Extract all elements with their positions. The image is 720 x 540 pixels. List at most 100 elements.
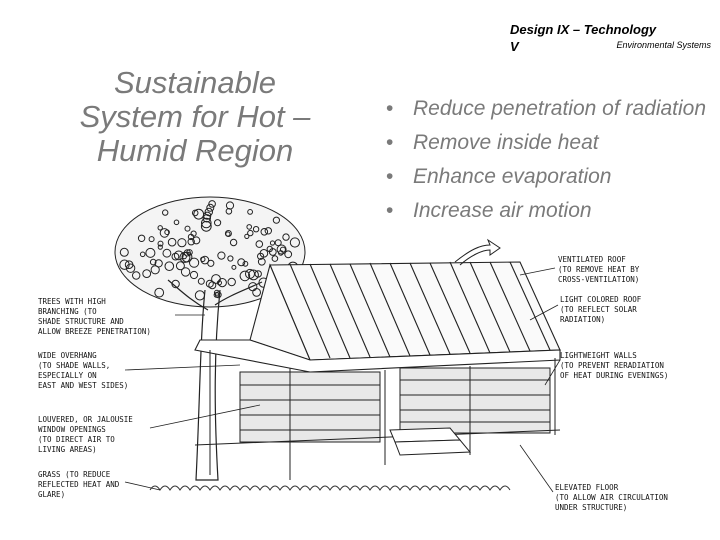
leaf-mark (244, 233, 250, 240)
bullet-item: • Reduce penetration of radiation (378, 96, 718, 122)
bullet-dot-icon: • (386, 165, 394, 188)
leaf-mark (206, 203, 215, 212)
leaf-mark (139, 251, 146, 258)
bullet-item: • Enhance evaporation (378, 164, 718, 190)
leaf-mark (125, 263, 136, 273)
leaf-mark (180, 267, 191, 277)
leaf-mark (282, 233, 290, 241)
leaf-mark (227, 255, 234, 262)
leaf-mark (276, 244, 287, 255)
leaf-mark (162, 248, 172, 258)
leaf-mark (229, 238, 238, 247)
leaf-mark (184, 225, 191, 232)
slide-title: Sustainable System for Hot – Humid Regio… (30, 66, 360, 168)
slide-title-line: System for Hot – (79, 99, 311, 134)
leaf-mark (247, 229, 254, 237)
leaf-mark (181, 251, 193, 263)
leaf-mark (157, 240, 164, 247)
house-walls-icon (194, 350, 561, 480)
leaf-mark (175, 261, 185, 271)
leaf-mark (271, 255, 279, 262)
slide-title-line: Sustainable (113, 65, 276, 100)
bullet-dot-icon: • (386, 97, 394, 120)
tree-canopy-icon (114, 196, 306, 308)
leaf-mark (268, 248, 277, 256)
leaf-mark (252, 288, 262, 297)
bullet-text: Reduce penetration of radiation (413, 97, 707, 120)
leaf-mark (148, 236, 155, 243)
roof-icon (194, 261, 561, 373)
leaf-mark (227, 277, 236, 287)
leaf-mark (189, 257, 200, 268)
leaf-mark (254, 270, 262, 278)
leaf-mark (255, 240, 264, 248)
leaf-mark (119, 247, 129, 257)
leaf-mark (239, 270, 251, 282)
leaf-mark (269, 240, 276, 246)
leaf-mark (207, 259, 215, 267)
leaf-mark (202, 214, 212, 223)
leaf-mark (205, 279, 214, 288)
vent-arrow-icon (454, 238, 501, 266)
bullet-text: Enhance evaporation (413, 165, 612, 188)
leaf-mark (173, 250, 184, 261)
course-title-continued: V (510, 39, 519, 54)
leaf-mark (197, 277, 205, 285)
slide-title-line: Humid Region (96, 133, 294, 168)
leaf-mark (248, 269, 259, 281)
leaf-mark (278, 250, 284, 256)
leaf-mark (246, 224, 252, 230)
leaf-mark (157, 225, 163, 231)
leaf-mark (142, 269, 152, 278)
bullet-dot-icon: • (386, 199, 394, 222)
leaf-mark (167, 237, 177, 247)
bullet-item: • Remove inside heat (378, 130, 718, 156)
bullet-dot-icon: • (386, 131, 394, 154)
leaf-mark (259, 249, 269, 258)
leaf-mark (149, 258, 157, 266)
leaf-mark (203, 211, 212, 220)
course-title: Design IX – Technology (510, 22, 657, 37)
bullet-text: Remove inside heat (413, 131, 599, 154)
leaf-mark (150, 265, 160, 275)
leaf-mark (274, 239, 282, 247)
leaf-mark (189, 270, 199, 280)
leaf-mark (201, 217, 212, 229)
leaf-mark (237, 258, 246, 267)
leaf-mark (119, 259, 130, 270)
leaf-mark (200, 220, 212, 232)
leaf-mark (190, 230, 197, 237)
leaf-mark (164, 229, 170, 236)
leaf-mark (225, 208, 233, 215)
leaf-mark (217, 251, 226, 260)
leaf-mark (214, 291, 222, 299)
leaf-mark (214, 219, 222, 227)
leaf-mark (177, 238, 187, 248)
leaf-mark (245, 268, 255, 279)
leaf-mark (252, 226, 260, 233)
grass-icon (149, 485, 511, 491)
leaf-mark (211, 274, 221, 284)
leaf-mark (216, 280, 222, 286)
leaf-mark (264, 227, 272, 235)
label-walls: LIGHTWEIGHT WALLS(TO PREVENT RERADIATION… (560, 351, 668, 380)
leaf-mark (231, 264, 237, 270)
leaf-mark (173, 219, 180, 226)
leaf-mark (157, 244, 163, 250)
leaf-mark (154, 287, 165, 298)
leaf-mark (162, 209, 169, 216)
leaf-mark (257, 257, 266, 266)
leaf-mark (187, 238, 195, 246)
leaf-mark (272, 216, 280, 224)
leaf-mark (260, 228, 269, 236)
bullet-list: • Reduce penetration of radiation • Remove… (378, 96, 718, 232)
leaf-mark (137, 234, 146, 242)
course-subtitle: Environmental Systems (616, 40, 711, 50)
leaf-mark (192, 236, 201, 245)
